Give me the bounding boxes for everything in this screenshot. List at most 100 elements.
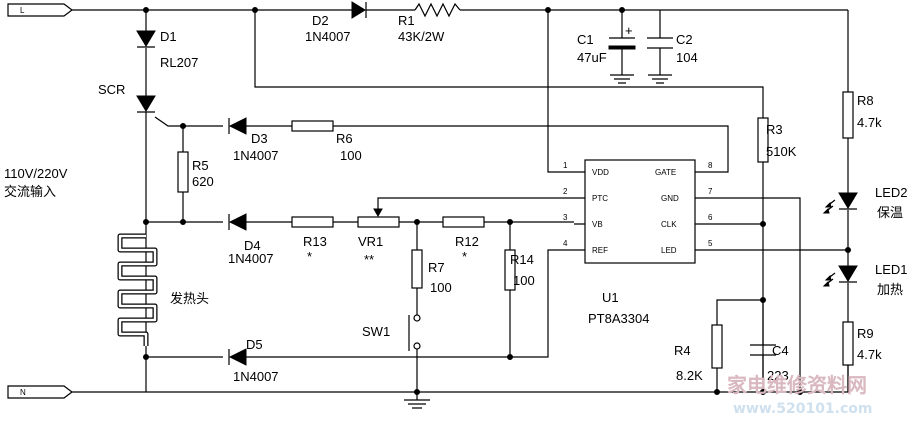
terminal-n: N: [7, 385, 73, 399]
ic-pin-4-num: 4: [563, 239, 568, 248]
r8-ref: R8: [857, 93, 874, 108]
r9-value: 4.7k: [857, 347, 882, 362]
diode-d5: D5 1N4007: [228, 337, 279, 384]
terminal-n-label: N: [20, 388, 26, 397]
terminal-l-label: L: [20, 6, 25, 15]
r3-ref: R3: [766, 122, 783, 137]
vr1-ref: VR1: [358, 234, 383, 249]
c1-value: 47uF: [577, 50, 607, 65]
r8-value: 4.7k: [857, 115, 882, 130]
d3-value: 1N4007: [233, 148, 279, 163]
ic-pin-5-num: 5: [708, 239, 713, 248]
potentiometer-vr1: VR1 **: [357, 208, 400, 267]
resistor-r4: R4 8.2K: [674, 324, 723, 383]
r13-note: *: [307, 249, 312, 264]
r1-value: 43K/2W: [398, 29, 445, 44]
resistor-r8: R8 4.7k: [842, 91, 882, 139]
r12-ref: R12: [455, 234, 479, 249]
resistor-r14: R14 100: [504, 249, 535, 291]
d3-ref: D3: [251, 131, 268, 146]
c4-ref: C4: [772, 343, 789, 358]
r5-value: 620: [192, 174, 214, 189]
ic-pin-8-name: GATE: [655, 168, 676, 177]
led-led2: LED2 保温: [822, 185, 908, 221]
resistor-r13: R13 *: [291, 216, 334, 264]
resistor-r6: R6 100: [291, 120, 362, 163]
d2-ref: D2: [312, 13, 329, 28]
led1-label: 加热: [877, 283, 903, 298]
heater-label: 发热头: [170, 291, 209, 307]
resistor-r1: R1 43K/2W: [398, 2, 461, 44]
ic-u1: 1 2 3 4 VDD PTC VB REF 8 7 6 5 GATE GND …: [563, 159, 713, 326]
d4-value: 1N4007: [228, 251, 274, 266]
r6-value: 100: [340, 148, 362, 163]
terminal-l: L: [7, 3, 73, 17]
watermark-text: 家电维修资料网: [727, 373, 867, 397]
c1-polarity: +: [625, 23, 633, 38]
ic-part: PT8A3304: [588, 311, 649, 326]
led1-ref: LED1: [875, 262, 908, 277]
ic-pin-7-name: GND: [661, 194, 679, 203]
c4-value: 223: [767, 368, 789, 383]
d5-ref: D5: [246, 337, 263, 352]
resistor-r12: R12 *: [442, 216, 485, 264]
d1-value: RL207: [160, 55, 198, 70]
junction-dots: [143, 7, 851, 395]
watermark: 家电维修资料网 www.520101.com: [727, 373, 873, 417]
ic-pin-5-name: LED: [661, 246, 677, 255]
ic-pin-3-name: VB: [592, 220, 603, 229]
ic-pin-6-num: 6: [708, 213, 713, 222]
ic-pin-2-num: 2: [563, 187, 568, 196]
ic-pin-3-num: 3: [563, 213, 568, 222]
ic-ref: U1: [602, 290, 619, 305]
ic-pin-7-num: 7: [708, 187, 713, 196]
d5-value: 1N4007: [233, 369, 279, 384]
heater-element: 发热头: [117, 233, 209, 346]
ic-pin-8-num: 8: [708, 161, 713, 170]
ic-pin-1-num: 1: [563, 161, 568, 170]
capacitor-c2: C2 104: [647, 32, 698, 84]
led-led1: LED1 加热: [822, 262, 908, 298]
resistor-r9: R9 4.7k: [842, 321, 882, 366]
c1-ref: C1: [577, 32, 594, 47]
r7-ref: R7: [428, 260, 445, 275]
diode-d2: D2 1N4007: [305, 1, 367, 44]
led2-label: 保温: [877, 206, 903, 221]
d4-ref: D4: [244, 238, 261, 253]
r5-ref: R5: [192, 158, 209, 173]
d2-value: 1N4007: [305, 29, 351, 44]
ground-symbol: [404, 399, 430, 409]
diode-d1: D1 RL207: [136, 29, 198, 70]
diode-d4: D4 1N4007: [228, 213, 274, 266]
input-voltage-label: 110V/220V: [4, 166, 68, 181]
r12-note: *: [462, 249, 467, 264]
c2-ref: C2: [676, 32, 693, 47]
ic-pin-4-name: REF: [592, 246, 608, 255]
watermark-url: www.520101.com: [733, 401, 873, 417]
capacitor-c1: + C1 47uF: [577, 23, 636, 84]
r3-value: 510K: [766, 144, 797, 159]
switch-sw1: SW1: [362, 314, 421, 351]
resistor-r7: R7 100: [411, 249, 452, 295]
led2-ref: LED2: [875, 185, 908, 200]
ic-pin-2-name: PTC: [592, 194, 608, 203]
r4-ref: R4: [674, 343, 691, 358]
ic-pin-1-name: VDD: [592, 168, 609, 177]
r4-value: 8.2K: [676, 368, 703, 383]
scr-ref: SCR: [98, 82, 125, 97]
diode-d3: D3 1N4007: [228, 117, 279, 163]
r13-ref: R13: [303, 234, 327, 249]
sw1-ref: SW1: [362, 324, 390, 339]
capacitor-c4: C4 223: [750, 343, 789, 383]
resistor-r3: R3 510K: [757, 117, 797, 163]
r6-ref: R6: [336, 131, 353, 146]
r14-value: 100: [513, 273, 535, 288]
c2-value: 104: [676, 50, 698, 65]
input-type-label: 交流输入: [4, 184, 56, 200]
thyristor-scr: SCR: [98, 82, 156, 113]
vr1-note: **: [364, 252, 374, 267]
r7-value: 100: [430, 280, 452, 295]
resistor-r5: R5 620: [177, 151, 214, 193]
